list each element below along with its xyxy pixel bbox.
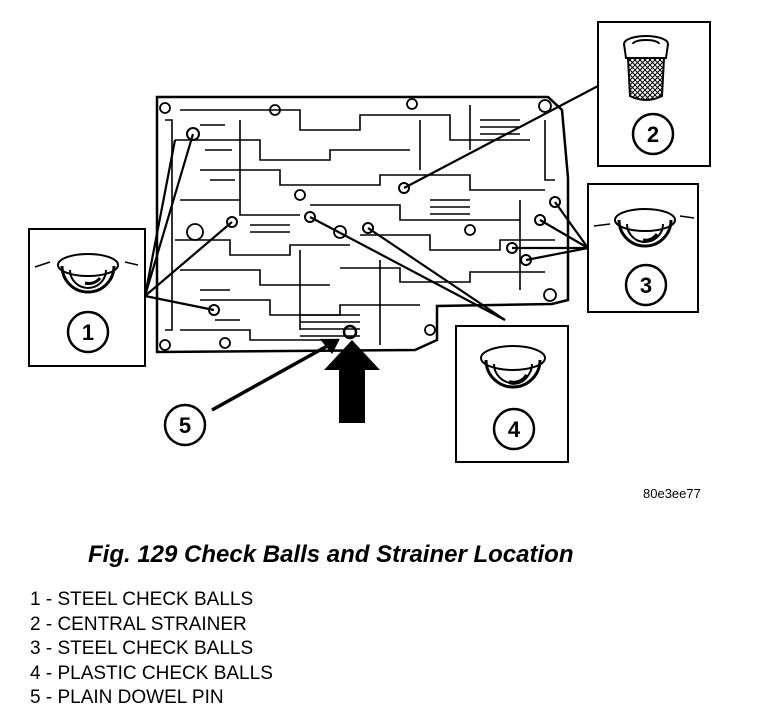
- leader-lines: [143, 85, 599, 412]
- callout-4-box: 4: [455, 325, 569, 463]
- steel-check-ball-icon: [593, 208, 695, 248]
- strainer-icon: [623, 35, 669, 101]
- legend-item: 3 - STEEL CHECK BALLS: [30, 638, 254, 659]
- figure-code: 80e3ee77: [643, 486, 701, 501]
- legend-item: 5 - PLAIN DOWEL PIN: [30, 687, 224, 708]
- legend-item: 4 - PLASTIC CHECK BALLS: [30, 662, 273, 684]
- legend-item: 1 - STEEL CHECK BALLS: [30, 589, 254, 610]
- steel-check-ball-icon: [34, 253, 139, 294]
- callout-2-number: 2: [647, 122, 659, 147]
- callout-3-number: 3: [640, 273, 652, 298]
- callout-4-number: 4: [508, 417, 521, 442]
- valve-body-diagram: 1 2 3 4: [28, 21, 711, 463]
- legend-item: 2 - CENTRAL STRAINER: [30, 613, 247, 635]
- callout-2-box: 2: [597, 21, 711, 167]
- plastic-check-ball-icon: [480, 345, 546, 389]
- callout-3-box: 3: [587, 183, 699, 313]
- arrow-icon: [324, 340, 380, 423]
- callout-5-marker: 5: [163, 403, 207, 447]
- callout-5-number: 5: [179, 413, 191, 438]
- callout-1-number: 1: [82, 320, 94, 345]
- legend-list: 1 - STEEL CHECK BALLS 2 - CENTRAL STRAIN…: [30, 588, 273, 711]
- figure-caption: Fig. 129 Check Balls and Strainer Locati…: [88, 541, 574, 568]
- callout-1-box: 1: [28, 228, 146, 367]
